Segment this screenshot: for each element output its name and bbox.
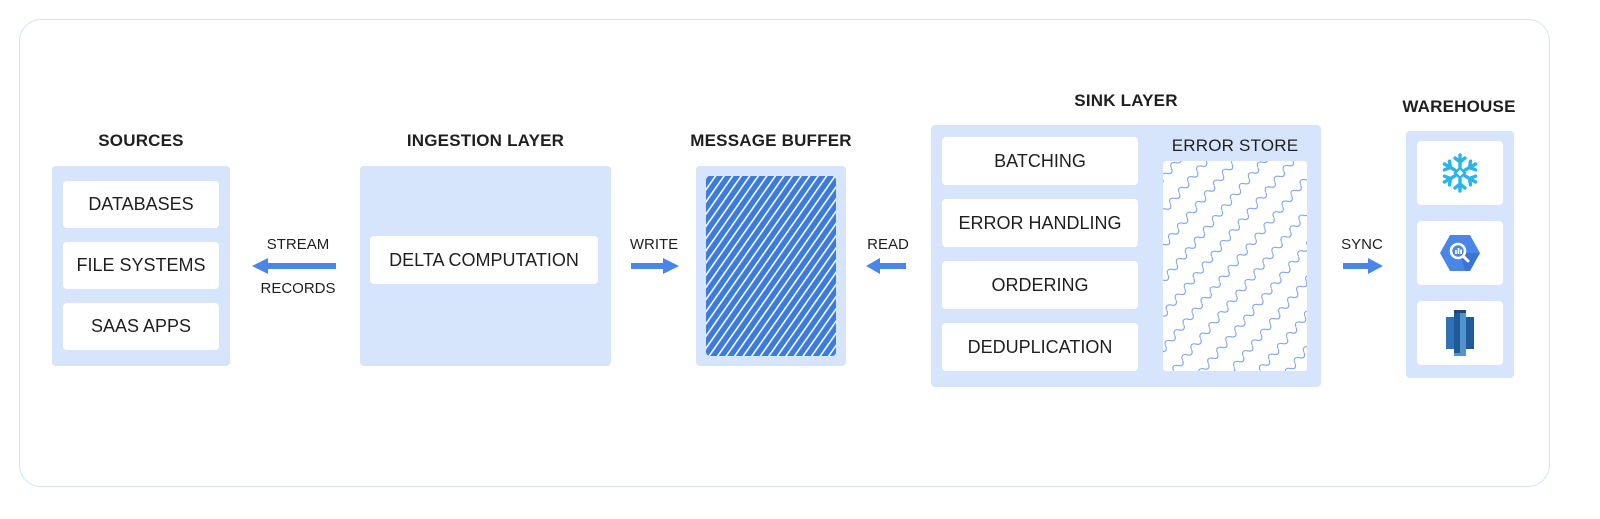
redshift-icon — [1446, 310, 1474, 356]
buffer-panel — [696, 166, 846, 366]
warehouse-tile-redshift — [1417, 301, 1503, 365]
error-store-wave-pattern — [1163, 161, 1307, 371]
warehouse-title: WAREHOUSE — [1402, 97, 1516, 116]
sink-item-batching: BATCHING — [942, 137, 1138, 185]
sync-arrow — [1343, 258, 1383, 274]
ingestion-panel: DELTA COMPUTATION — [360, 166, 611, 366]
error-store-title: ERROR STORE — [1171, 136, 1299, 155]
buffer-hatch-pattern — [706, 176, 836, 356]
source-item-file-systems: FILE SYSTEMS — [63, 242, 219, 289]
warehouse-tile-snowflake — [1417, 141, 1503, 205]
sink-item-error-handling: ERROR HANDLING — [942, 199, 1138, 247]
bigquery-icon — [1440, 235, 1480, 271]
warehouse-panel — [1406, 131, 1514, 378]
snowflake-icon — [1440, 153, 1480, 193]
sink-item-ordering: ORDERING — [942, 261, 1138, 309]
sink-item-deduplication: DEDUPLICATION — [942, 323, 1138, 371]
stream-arrow — [252, 258, 336, 274]
sync-label: SYNC — [1341, 236, 1383, 253]
warehouse-tile-bigquery — [1417, 221, 1503, 285]
sink-panel: BATCHING ERROR HANDLING ORDERING DEDUPLI… — [931, 125, 1321, 387]
sink-title: SINK LAYER — [1074, 91, 1178, 110]
read-label: READ — [867, 236, 909, 253]
read-arrow — [866, 258, 906, 274]
buffer-title: MESSAGE BUFFER — [690, 131, 852, 150]
stream-label: STREAM — [266, 236, 330, 253]
source-item-saas-apps: SAAS APPS — [63, 303, 219, 350]
ingestion-title: INGESTION LAYER — [406, 131, 565, 150]
write-arrow — [631, 258, 679, 274]
sources-title: SOURCES — [98, 131, 184, 150]
records-label: RECORDS — [260, 280, 336, 297]
sources-panel: DATABASES FILE SYSTEMS SAAS APPS — [52, 166, 230, 366]
source-item-databases: DATABASES — [63, 181, 219, 228]
write-label: WRITE — [629, 236, 679, 253]
ingestion-item-delta-computation: DELTA COMPUTATION — [370, 236, 598, 284]
